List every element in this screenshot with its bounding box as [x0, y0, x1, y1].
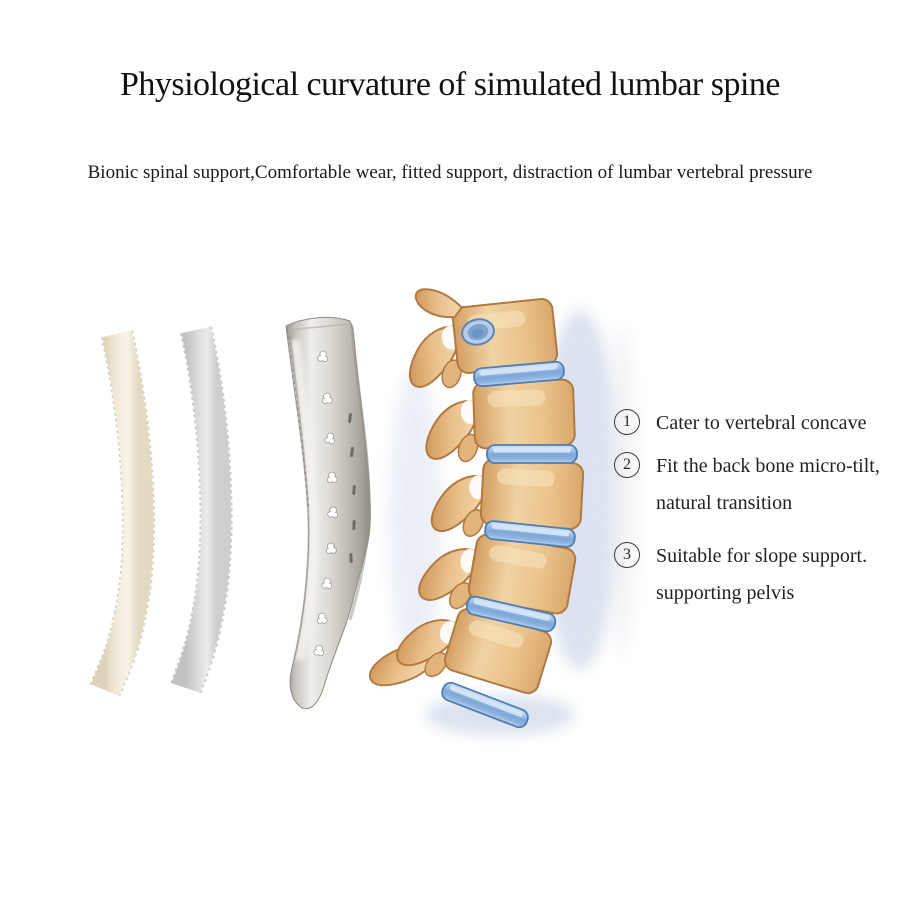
support-strip-cream — [89, 330, 155, 697]
annotation-item-2: 2 Fit the back bone micro-tilt, natural … — [614, 448, 880, 522]
metal-strip-slits — [348, 413, 356, 563]
annotation-text: supporting pelvis — [656, 582, 795, 604]
annotation-text: Fit the back bone micro-tilt, — [656, 455, 880, 477]
vertebra — [403, 288, 559, 394]
annotation-text: natural transition — [656, 492, 793, 514]
annotation-text: Cater to vertebral concave — [656, 412, 867, 434]
circled-number-3: 3 — [614, 542, 640, 568]
annotation-item-1: 1 Cater to vertebral concave — [614, 405, 866, 442]
circled-number-1: 1 — [614, 409, 640, 435]
page-title: Physiological curvature of simulated lum… — [119, 66, 781, 103]
page-subtitle: Bionic spinal support,Comfortable wear, … — [87, 162, 813, 183]
metal-support-strip — [285, 316, 371, 710]
intervertebral-disc — [486, 444, 578, 464]
lumbar-spine-illustration — [365, 288, 638, 735]
disc-top-view — [461, 318, 495, 346]
support-strip-gray — [170, 326, 233, 694]
circled-number-2: 2 — [614, 452, 640, 478]
annotation-item-3: 3 Suitable for slope support. supporting… — [614, 538, 867, 612]
annotation-text: Suitable for slope support. — [656, 545, 868, 567]
upper-process — [414, 288, 464, 319]
